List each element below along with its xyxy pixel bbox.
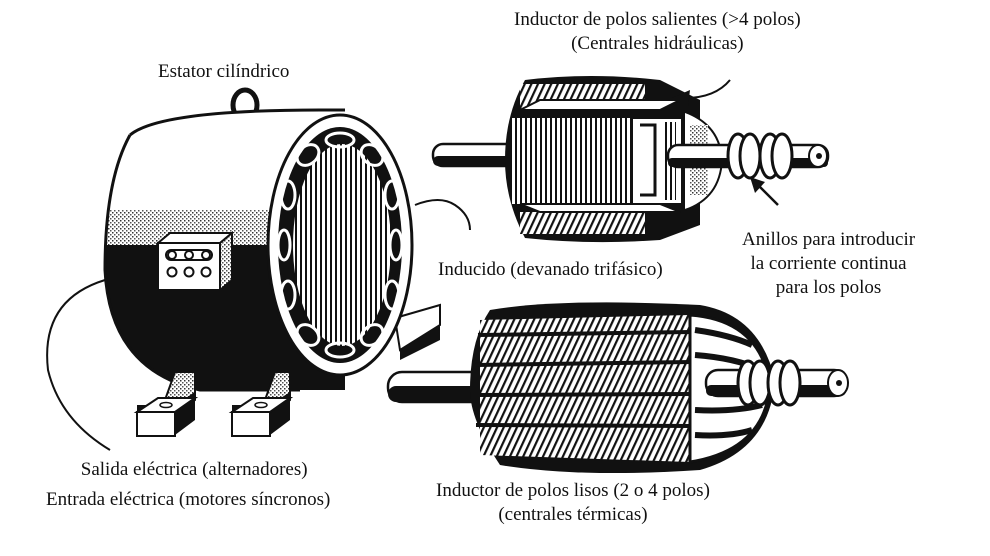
output-cable bbox=[46, 279, 111, 451]
slip-rings-lower bbox=[736, 359, 802, 407]
label-smooth-line2: (centrales térmicas) bbox=[498, 504, 648, 525]
label-rings-line3: para los polos bbox=[775, 277, 882, 298]
label-salient-rotor: Inductor de polos salientes (>4 polos) (… bbox=[514, 8, 801, 56]
label-rings-line1: Anillos para introducir bbox=[742, 229, 916, 250]
slip-rings bbox=[726, 132, 794, 180]
mounting-feet bbox=[133, 303, 441, 437]
label-salient-line2: (Centrales hidráulicas) bbox=[571, 33, 744, 54]
label-electrical-io: Salida eléctrica (alternadores) Entrada … bbox=[46, 458, 330, 512]
label-smooth-line1: Inductor de polos lisos (2 o 4 polos) bbox=[436, 480, 710, 501]
cylindrical-rotor-drawing bbox=[386, 302, 849, 474]
label-cylindrical-rotor: Inductor de polos lisos (2 o 4 polos) (c… bbox=[436, 479, 710, 527]
label-output-line2: Entrada eléctrica (motores síncronos) bbox=[46, 489, 331, 510]
label-stator-text: Estator cilíndrico bbox=[158, 61, 290, 82]
rings-arrow-icon bbox=[756, 183, 779, 206]
label-slip-rings: Anillos para introducir la corriente con… bbox=[742, 228, 915, 300]
label-salient-line1: Inductor de polos salientes (>4 polos) bbox=[514, 9, 801, 30]
stator-drawing bbox=[46, 87, 471, 451]
label-armature-text: Inducido (devanado trifásico) bbox=[438, 259, 663, 280]
salient-pole-rotor-drawing bbox=[431, 76, 830, 243]
label-armature: Inducido (devanado trifásico) bbox=[438, 258, 663, 282]
armature-leader-line bbox=[414, 199, 471, 231]
terminal-box bbox=[155, 230, 235, 293]
label-output-line1: Salida eléctrica (alternadores) bbox=[80, 459, 308, 480]
stator-bore bbox=[266, 113, 414, 377]
pole-arrow-icon bbox=[684, 79, 731, 99]
label-stator: Estator cilíndrico bbox=[158, 60, 289, 84]
label-rings-line2: la corriente continua bbox=[750, 253, 907, 274]
